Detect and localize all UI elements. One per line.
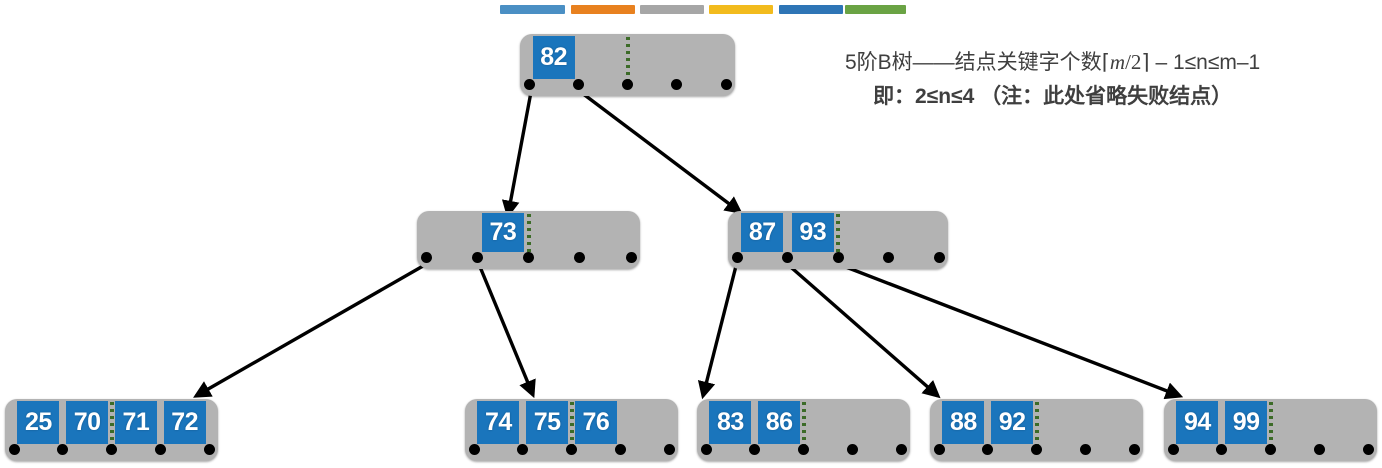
btree-key-70[interactable]: 70 xyxy=(66,401,109,444)
annotation-line-2: 即：2≤n≤4 （注：此处省略失败结点） xyxy=(873,85,1233,108)
node-separator-dotted-line xyxy=(1034,402,1039,448)
child-pointer-dot[interactable] xyxy=(8,444,20,455)
child-pointer-dot[interactable] xyxy=(1216,444,1228,455)
btree-key-99[interactable]: 99 xyxy=(1225,401,1268,444)
child-pointer-dot[interactable] xyxy=(846,444,858,455)
node-separator-dotted-line xyxy=(625,37,630,83)
edge-73-to-leaf2 xyxy=(476,261,536,399)
btree-key-83[interactable]: 83 xyxy=(709,401,752,444)
math-var-m: m xyxy=(1109,50,1126,74)
child-pointer-dot[interactable] xyxy=(832,252,844,263)
child-pointer-dot[interactable] xyxy=(566,444,577,455)
btree-node-internal-73[interactable]: 73 xyxy=(417,211,640,269)
btree-key-92[interactable]: 92 xyxy=(991,401,1034,444)
child-pointer-dot[interactable] xyxy=(700,444,712,455)
math-half: /2 xyxy=(1125,50,1142,74)
btree-key-76[interactable]: 76 xyxy=(574,401,617,444)
child-pointer-dot[interactable] xyxy=(731,252,743,263)
btree-key-88[interactable]: 88 xyxy=(942,401,985,444)
edge-root-to-73 xyxy=(501,91,533,219)
child-pointer-dot[interactable] xyxy=(106,444,117,455)
btree-key-73[interactable]: 73 xyxy=(481,213,524,252)
btree-key-72[interactable]: 72 xyxy=(163,401,206,444)
child-pointer-dot[interactable] xyxy=(883,252,894,263)
child-pointer-dot[interactable] xyxy=(933,252,945,263)
child-pointer-dot[interactable] xyxy=(671,79,683,90)
btree-key-93[interactable]: 93 xyxy=(791,213,834,252)
ceil-open-bracket: ⌈ xyxy=(1101,50,1110,74)
edge-root-to-87-93 xyxy=(576,88,743,215)
btree-key-71[interactable]: 71 xyxy=(114,401,157,444)
ceil-close-bracket: ⌉ xyxy=(1141,50,1150,74)
child-pointer-dot[interactable] xyxy=(1265,444,1276,455)
child-pointer-dot[interactable] xyxy=(420,252,432,263)
annotation-line-1-suffix: – 1≤n≤m–1 xyxy=(1149,51,1261,74)
legend-bar-strip xyxy=(0,0,1382,20)
legend-bar-steel-blue xyxy=(779,5,843,14)
diagram-annotation: 5阶B树——结点关键字个数⌈m/2⌉ – 1≤n≤m–1 即：2≤n≤4 （注：… xyxy=(845,45,1260,114)
child-pointer-dot[interactable] xyxy=(933,444,945,455)
legend-bar-green xyxy=(845,5,906,14)
node-separator-dotted-line xyxy=(569,402,574,448)
child-pointer-dot[interactable] xyxy=(471,252,483,263)
child-pointer-dot[interactable] xyxy=(982,444,994,455)
btree-node-root[interactable]: 82 xyxy=(520,34,735,96)
annotation-line-1: 5阶B树——结点关键字个数⌈m/2⌉ – 1≤n≤m–1 xyxy=(845,45,1260,80)
annotation-line-1-prefix: 5阶B树——结点关键字个数 xyxy=(845,51,1102,74)
child-pointer-dot[interactable] xyxy=(154,444,166,455)
child-pointer-dot[interactable] xyxy=(57,444,69,455)
btree-key-74[interactable]: 74 xyxy=(477,401,520,444)
child-pointer-dot[interactable] xyxy=(798,444,809,455)
child-pointer-dot[interactable] xyxy=(622,79,633,90)
node-separator-dotted-line xyxy=(1268,402,1273,448)
child-pointer-dot[interactable] xyxy=(1313,444,1325,455)
edge-87-to-leaf4 xyxy=(783,260,941,399)
legend-bar-orange xyxy=(571,5,635,14)
child-pointer-dot[interactable] xyxy=(1031,444,1042,455)
child-pointer-dot[interactable] xyxy=(1079,444,1091,455)
node-separator-dotted-line xyxy=(836,214,840,256)
btree-key-86[interactable]: 86 xyxy=(758,401,801,444)
child-pointer-dot[interactable] xyxy=(523,252,534,263)
child-pointer-dot[interactable] xyxy=(663,444,675,455)
child-pointer-dot[interactable] xyxy=(517,444,529,455)
edge-87-to-leaf3 xyxy=(697,261,739,400)
child-pointer-dot[interactable] xyxy=(574,252,586,263)
legend-bar-yellow xyxy=(709,5,773,14)
node-separator-dotted-line xyxy=(801,402,806,448)
btree-key-82[interactable]: 82 xyxy=(532,36,575,79)
node-separator-dotted-line xyxy=(109,402,114,448)
btree-key-75[interactable]: 75 xyxy=(526,401,569,444)
legend-bar-blue xyxy=(500,5,565,14)
child-pointer-dot[interactable] xyxy=(614,444,626,455)
legend-bar-gray xyxy=(640,5,704,14)
child-pointer-dot[interactable] xyxy=(1362,444,1374,455)
btree-key-87[interactable]: 87 xyxy=(741,213,784,252)
child-pointer-dot[interactable] xyxy=(203,444,215,455)
btree-key-94[interactable]: 94 xyxy=(1176,401,1219,444)
child-pointer-dot[interactable] xyxy=(572,79,584,90)
child-pointer-dot[interactable] xyxy=(625,252,637,263)
child-pointer-dot[interactable] xyxy=(749,444,761,455)
child-pointer-dot[interactable] xyxy=(523,79,535,90)
edge-93-to-leaf5 xyxy=(832,260,1184,400)
child-pointer-dot[interactable] xyxy=(720,79,732,90)
btree-key-25[interactable]: 25 xyxy=(17,401,60,444)
child-pointer-dot[interactable] xyxy=(1167,444,1179,455)
child-pointer-dot[interactable] xyxy=(468,444,480,455)
child-pointer-dot[interactable] xyxy=(895,444,907,455)
edge-73-to-leaf1 xyxy=(193,260,431,398)
child-pointer-dot[interactable] xyxy=(1128,444,1140,455)
node-separator-dotted-line xyxy=(526,214,531,256)
child-pointer-dot[interactable] xyxy=(782,252,793,263)
